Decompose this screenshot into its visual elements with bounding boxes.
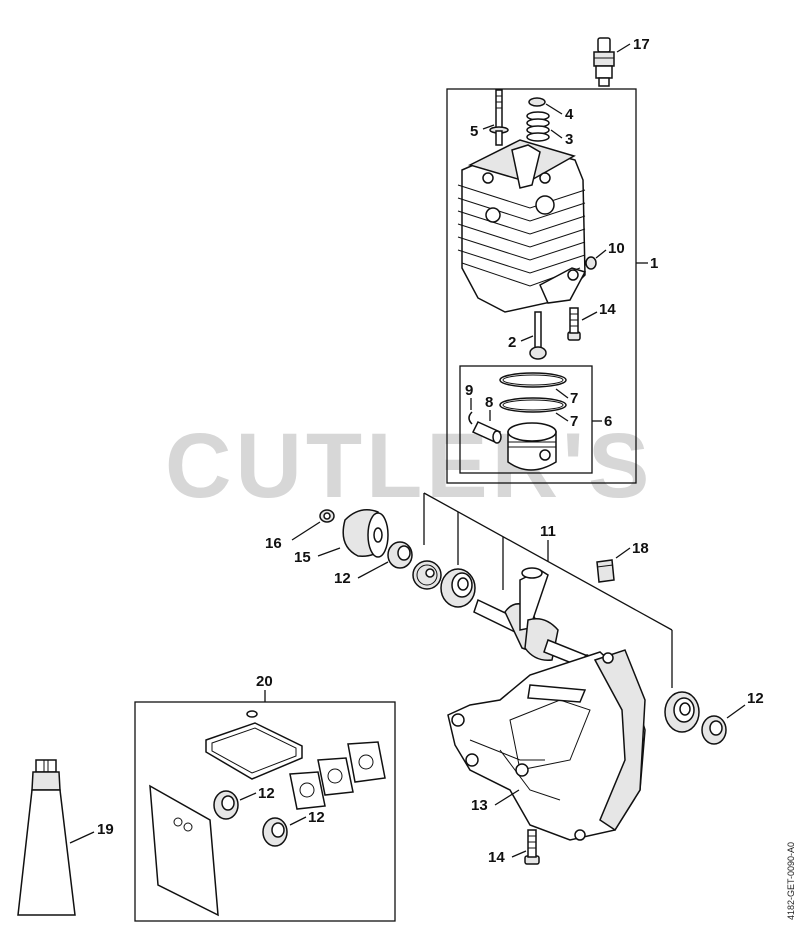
oil-seal-part — [701, 715, 727, 745]
piston-ring-part — [499, 397, 567, 413]
valve-spring-part — [526, 111, 550, 142]
screw-part — [567, 307, 581, 341]
callout-16: 16 — [265, 535, 282, 552]
gasket-part — [149, 784, 219, 917]
stop-block-part — [596, 559, 615, 583]
oil-seal-part — [213, 790, 239, 820]
washer-part — [585, 256, 597, 270]
callout-5: 5 — [470, 123, 478, 140]
nut-part — [319, 509, 335, 523]
gasket-part — [317, 757, 354, 796]
flywheel-part — [342, 509, 389, 558]
oil-seal-part — [387, 541, 413, 569]
crankcase-part — [447, 649, 646, 841]
ball-bearing-part — [664, 691, 700, 733]
stud-part — [489, 89, 509, 146]
spark-plug-part — [593, 37, 615, 87]
callout-20: 20 — [256, 673, 273, 690]
callout-3: 3 — [565, 131, 573, 148]
valve-keeper-part — [528, 97, 546, 107]
callout-19: 19 — [97, 821, 114, 838]
crankshaft-part — [473, 567, 591, 670]
ball-bearing-part — [440, 568, 476, 608]
circlip-part — [468, 411, 473, 425]
cylinder-part — [457, 139, 587, 313]
callout-15: 15 — [294, 549, 311, 566]
callout-12-flywheel: 12 — [334, 570, 351, 587]
gasket-part — [289, 771, 326, 810]
watermark-text: CUTLER'S — [165, 415, 653, 517]
gasket-part — [205, 710, 303, 780]
gear-part — [412, 560, 442, 590]
gasket-part — [347, 741, 386, 783]
callout-11: 11 — [540, 523, 556, 540]
callout-18: 18 — [632, 540, 649, 557]
piston-ring-part — [499, 372, 567, 388]
screw-part — [524, 829, 540, 865]
callout-10: 10 — [608, 240, 625, 257]
callout-17: 17 — [633, 36, 650, 53]
callout-14-lower: 14 — [488, 849, 505, 866]
callout-12-crankcase: 12 — [747, 690, 764, 707]
drawing-code: 4182-GET-0090-A0 — [786, 842, 796, 920]
callout-7-lower: 7 — [570, 413, 578, 430]
callout-14-upper: 14 — [599, 301, 616, 318]
crankshaft-group-lines — [423, 492, 673, 688]
callout-2: 2 — [508, 334, 516, 351]
callout-12-gasket-upper: 12 — [258, 785, 275, 802]
callout-9: 9 — [465, 382, 473, 399]
piston-pin-part — [471, 421, 502, 444]
piston-group-frame — [459, 365, 593, 474]
callout-13: 13 — [471, 797, 488, 814]
decompression-valve-part — [529, 311, 547, 360]
callout-8: 8 — [485, 394, 493, 411]
cylinder-group-frame — [446, 88, 637, 484]
piston-part — [507, 422, 557, 471]
callout-1: 1 — [650, 255, 658, 272]
callout-7-upper: 7 — [570, 390, 578, 407]
callout-6: 6 — [604, 413, 612, 430]
callout-12-gasket-lower: 12 — [308, 809, 325, 826]
callout-4: 4 — [565, 106, 574, 123]
oil-seal-part — [262, 817, 288, 847]
grease-tube-part — [17, 759, 76, 916]
